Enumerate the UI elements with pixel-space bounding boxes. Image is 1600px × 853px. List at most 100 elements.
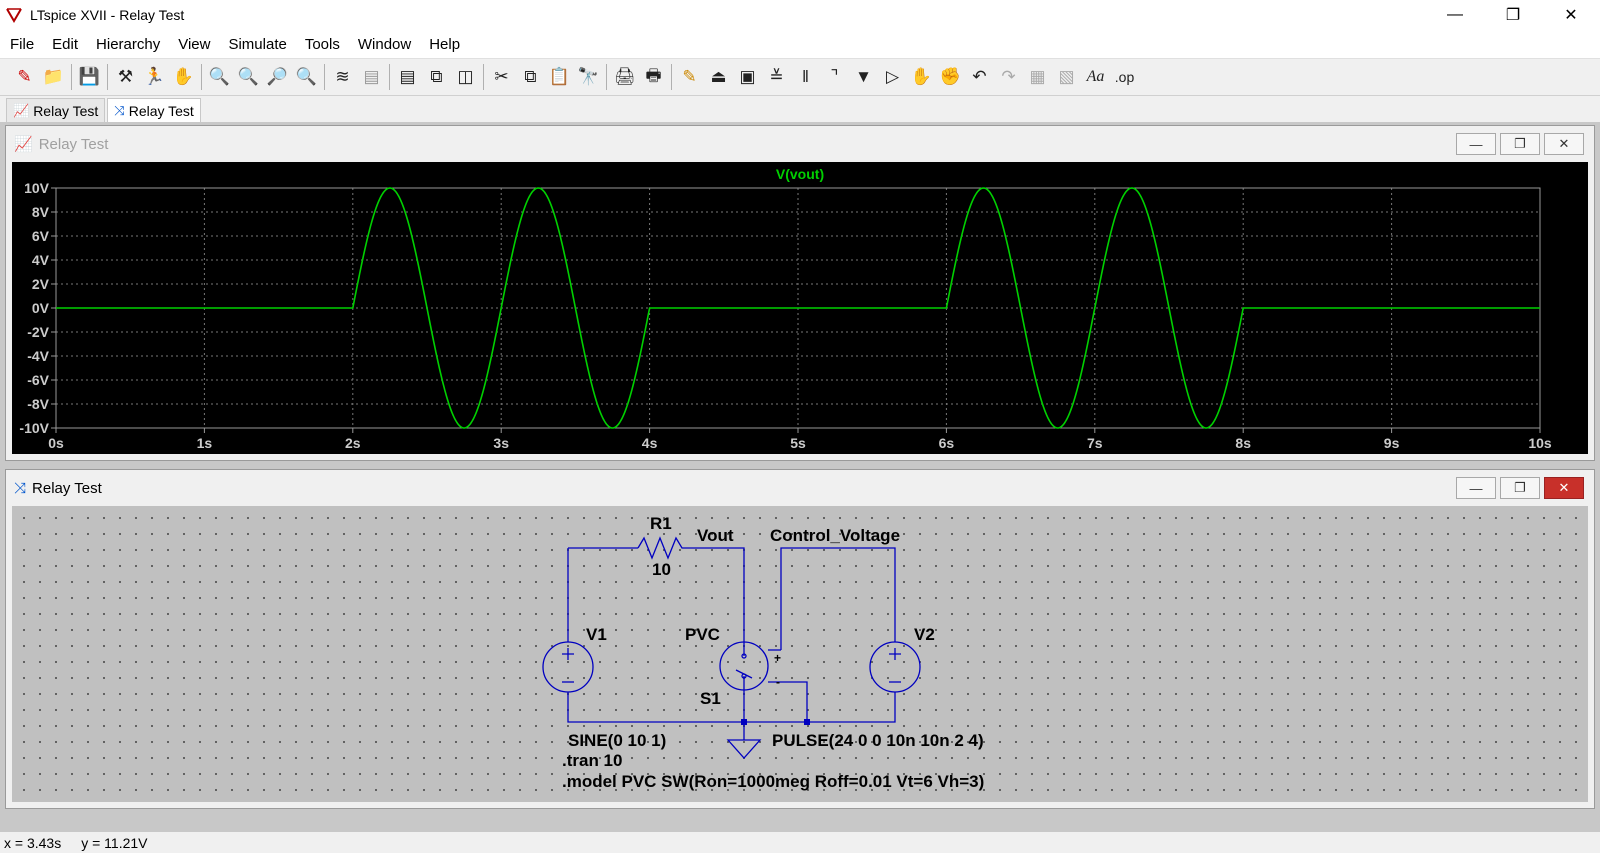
move-icon[interactable]: ✋ xyxy=(910,67,933,86)
redo-icon[interactable]: ↷ xyxy=(1001,67,1016,86)
voltage-source-v1[interactable] xyxy=(542,641,594,693)
status-bar: x = 3.43s y = 11.21V xyxy=(0,831,1600,853)
v2-name-label[interactable]: V2 xyxy=(914,625,935,644)
cascade-icon[interactable]: ⧉ xyxy=(430,67,443,86)
paste-icon[interactable]: 📋 xyxy=(548,67,571,86)
x-tick-label: 9s xyxy=(1384,435,1400,451)
schematic-window-titlebar[interactable]: ⤨ Relay Test xyxy=(6,470,1594,506)
zoom-pan-icon[interactable]: 🔍 xyxy=(237,67,260,86)
y-tick-label: -6V xyxy=(27,372,49,388)
menu-hierarchy[interactable]: Hierarchy xyxy=(96,35,161,53)
menu-tools[interactable]: Tools xyxy=(304,35,340,53)
net-label-control-voltage[interactable]: Control_Voltage xyxy=(770,526,900,545)
zoom-fit-icon[interactable]: 🔍 xyxy=(295,67,318,86)
inductor-icon[interactable]: ⌝ xyxy=(830,67,839,86)
print-icon[interactable]: 🖨 xyxy=(613,67,636,86)
undo-icon[interactable]: ↶ xyxy=(972,67,987,86)
tile-vertical-icon[interactable]: ◫ xyxy=(457,67,474,86)
waveform-maximize-button[interactable]: ❐ xyxy=(1500,133,1540,155)
spice-directive-icon[interactable]: .op xyxy=(1114,69,1135,85)
tran-directive[interactable]: .tran 10 xyxy=(562,751,622,770)
tile-horizontal-icon[interactable]: ▤ xyxy=(399,67,416,86)
v1-name-label[interactable]: V1 xyxy=(586,625,607,644)
mirror-icon[interactable]: ▧ xyxy=(1058,67,1075,86)
maximize-button[interactable]: ❐ xyxy=(1505,7,1521,24)
resistor-icon[interactable]: ≚ xyxy=(769,67,784,86)
label-net-icon[interactable]: ▣ xyxy=(739,67,756,86)
text-icon[interactable]: Aa xyxy=(1086,68,1105,85)
ground-icon[interactable]: ⏏ xyxy=(710,67,727,86)
v2-value-label[interactable]: PULSE(24 0 0 10n 10n 2 4) xyxy=(772,731,984,750)
run-icon[interactable]: 🏃 xyxy=(143,67,166,86)
toolbar-separator xyxy=(671,64,672,90)
s1-name-label[interactable]: S1 xyxy=(700,689,721,708)
save-icon[interactable]: 💾 xyxy=(78,67,101,86)
zoom-in-icon[interactable]: 🔍 xyxy=(208,67,231,86)
waveform-icon: 📈 xyxy=(13,102,30,118)
menu-file[interactable]: File xyxy=(10,35,35,53)
toolbar-separator xyxy=(201,64,202,90)
wire[interactable] xyxy=(780,547,896,650)
junction-dot xyxy=(804,719,810,725)
menu-help[interactable]: Help xyxy=(429,35,461,53)
close-button[interactable]: ✕ xyxy=(1564,7,1578,24)
control-panel-icon[interactable]: ⚒ xyxy=(117,67,134,86)
schematic-maximize-button[interactable]: ❐ xyxy=(1500,477,1540,499)
window-title: LTspice XVII - Relay Test xyxy=(30,7,185,23)
tab-waveform-relay-test[interactable]: 📈 Relay Test xyxy=(6,98,106,122)
toolbar-separator xyxy=(606,64,607,90)
waveform-window-titlebar[interactable]: 📈 Relay Test xyxy=(6,126,1594,162)
rotate-icon[interactable]: ▦ xyxy=(1029,67,1046,86)
menu-view[interactable]: View xyxy=(178,35,211,53)
wire-icon[interactable]: ✎ xyxy=(682,67,697,86)
open-folder-icon[interactable]: 📁 xyxy=(42,67,65,86)
autorange-icon[interactable]: ≋ xyxy=(335,67,350,86)
diode-icon[interactable]: ▼ xyxy=(855,67,872,86)
y-tick-label: -10V xyxy=(19,420,49,436)
trace-line-vout[interactable] xyxy=(56,187,1540,429)
trace-label-vout[interactable]: V(vout) xyxy=(776,166,824,182)
tab-schematic-relay-test[interactable]: ⤨ Relay Test xyxy=(107,98,201,122)
find-icon[interactable]: 🔭 xyxy=(577,67,600,86)
r1-name-label[interactable]: R1 xyxy=(650,514,672,533)
net-label-vout[interactable]: Vout xyxy=(697,526,734,545)
resistor-r1[interactable] xyxy=(637,536,686,560)
schematic-close-button[interactable]: ✕ xyxy=(1544,477,1584,499)
waveform-close-button[interactable]: ✕ xyxy=(1544,133,1584,155)
x-tick-label: 7s xyxy=(1087,435,1103,451)
menu-window[interactable]: Window xyxy=(357,35,412,53)
minimize-button[interactable]: — xyxy=(1447,6,1463,23)
v1-value-label[interactable]: SINE(0 10 1) xyxy=(568,731,666,750)
schematic-canvas[interactable]: R1 10 Vout Control_Voltage V1 V2 PVC S1 … xyxy=(12,506,1588,802)
print-setup-icon[interactable]: 🖶 xyxy=(645,65,662,85)
menu-simulate[interactable]: Simulate xyxy=(228,35,287,53)
ground-icon xyxy=(726,739,762,759)
new-schematic-icon[interactable]: ✎ xyxy=(17,67,32,86)
cut-icon[interactable]: ✂ xyxy=(494,67,509,86)
junction-dot xyxy=(741,719,747,725)
y-tick-label: 4V xyxy=(32,252,50,268)
r1-value-label[interactable]: 10 xyxy=(652,560,671,579)
model-directive[interactable]: .model PVC SW(Ron=1000meg Roff=0.01 Vt=6… xyxy=(562,772,984,791)
copy-icon[interactable]: ⧉ xyxy=(524,67,537,86)
schematic-minimize-button[interactable]: — xyxy=(1456,477,1496,499)
voltage-source-v2[interactable] xyxy=(869,641,921,693)
schematic-icon: ⤨ xyxy=(114,102,125,118)
wire[interactable] xyxy=(567,692,896,723)
drag-icon[interactable]: ✊ xyxy=(939,67,962,86)
zoom-out-icon[interactable]: 🔎 xyxy=(266,67,289,86)
toolbar-separator xyxy=(71,64,72,90)
toolbar-separator xyxy=(389,64,390,90)
wire[interactable] xyxy=(686,547,745,642)
schematic-drawing[interactable]: R1 10 Vout Control_Voltage V1 V2 PVC S1 … xyxy=(12,506,1588,802)
capacitor-icon[interactable]: ‖ xyxy=(801,67,810,86)
wire[interactable] xyxy=(768,681,808,722)
clear-icon[interactable]: ▤ xyxy=(363,67,380,86)
waveform-minimize-button[interactable]: — xyxy=(1456,133,1496,155)
s1-model-label[interactable]: PVC xyxy=(685,625,720,644)
component-icon[interactable]: ▷ xyxy=(885,67,900,86)
halt-icon[interactable]: ✋ xyxy=(172,67,195,86)
menu-edit[interactable]: Edit xyxy=(52,35,79,53)
